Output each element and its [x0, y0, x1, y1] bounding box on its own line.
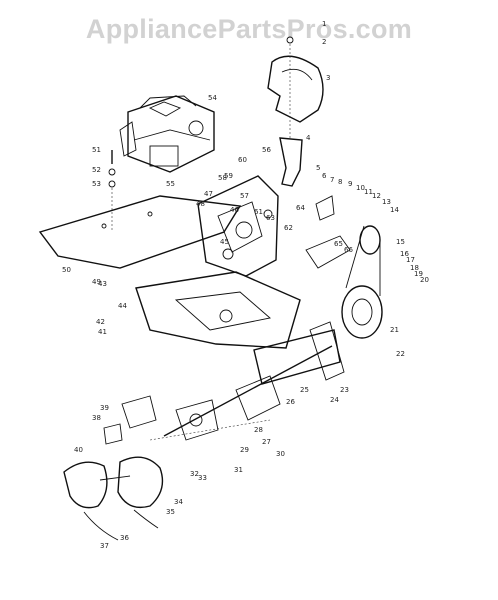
callout-59: 59 [224, 172, 233, 180]
callout-12: 12 [372, 192, 381, 200]
callout-42: 42 [96, 318, 105, 326]
callout-24: 24 [330, 396, 339, 404]
callout-13: 13 [382, 198, 391, 206]
callout-labels: 1 2 3 4 5 6 7 8 9 10 11 12 13 14 15 16 1… [62, 20, 429, 550]
callout-54: 54 [208, 94, 217, 102]
callout-36: 36 [120, 534, 129, 542]
callout-26: 26 [286, 398, 295, 406]
callout-33: 33 [198, 474, 207, 482]
callout-50: 50 [62, 266, 71, 274]
callout-38: 38 [92, 414, 101, 422]
callout-32: 32 [190, 470, 199, 478]
callout-39: 39 [100, 404, 109, 412]
callout-48: 48 [196, 200, 205, 208]
pulley-assembly [305, 195, 383, 339]
tine-assembly [63, 456, 164, 541]
frame-assembly [197, 175, 279, 277]
callout-30: 30 [276, 450, 285, 458]
clutch-parts [103, 395, 271, 445]
callout-55: 55 [166, 180, 175, 188]
callout-3: 3 [326, 74, 330, 82]
deck-plate [38, 195, 242, 269]
callout-34: 34 [174, 498, 183, 506]
callout-29: 29 [240, 446, 249, 454]
callout-7: 7 [330, 176, 334, 184]
callout-31: 31 [234, 466, 243, 474]
callout-60: 60 [238, 156, 247, 164]
callout-8: 8 [338, 178, 342, 186]
callout-22: 22 [396, 350, 405, 358]
callout-16: 16 [400, 250, 409, 258]
callout-58: 58 [218, 174, 227, 182]
callout-66: 66 [344, 246, 353, 254]
callout-23: 23 [340, 386, 349, 394]
callout-51: 51 [92, 146, 101, 154]
callout-17: 17 [406, 256, 415, 264]
callout-2: 2 [322, 38, 326, 46]
callout-53: 53 [92, 180, 101, 188]
callout-25: 25 [300, 386, 309, 394]
callout-28: 28 [254, 426, 263, 434]
engine-bolts [108, 150, 116, 230]
callout-65: 65 [334, 240, 343, 248]
callout-52: 52 [92, 166, 101, 174]
callout-11: 11 [364, 188, 373, 196]
callout-10: 10 [356, 184, 365, 192]
callout-49: 49 [92, 278, 101, 286]
callout-45: 45 [220, 238, 229, 246]
callout-57: 57 [240, 192, 249, 200]
callout-61: 61 [254, 208, 263, 216]
callout-63: 63 [266, 214, 275, 222]
callout-56: 56 [262, 146, 271, 154]
callout-41: 41 [98, 328, 107, 336]
callout-18: 18 [410, 264, 419, 272]
callout-14: 14 [390, 206, 399, 214]
belt-guard-cover [267, 36, 324, 140]
callout-37: 37 [100, 542, 109, 550]
watermark-text: AppliancePartsPros.com [85, 14, 413, 44]
callout-5: 5 [316, 164, 320, 172]
tine-shaft [163, 321, 345, 437]
engine [119, 95, 215, 173]
callout-62: 62 [284, 224, 293, 232]
callout-6: 6 [322, 172, 327, 180]
callout-15: 15 [396, 238, 405, 246]
callout-19: 19 [414, 270, 423, 278]
callout-47: 47 [204, 190, 213, 198]
callout-64: 64 [296, 204, 305, 212]
callout-9: 9 [348, 180, 352, 188]
mounting-bracket [279, 137, 303, 187]
callout-35: 35 [166, 508, 175, 516]
callout-43: 43 [98, 280, 107, 288]
transmission-housing [135, 271, 301, 349]
callout-21: 21 [390, 326, 399, 334]
callout-27: 27 [262, 438, 271, 446]
callout-4: 4 [306, 134, 311, 142]
callout-44: 44 [118, 302, 127, 310]
callout-20: 20 [420, 276, 429, 284]
callout-40: 40 [74, 446, 83, 454]
callout-1: 1 [322, 20, 326, 28]
callout-46: 46 [230, 206, 239, 214]
